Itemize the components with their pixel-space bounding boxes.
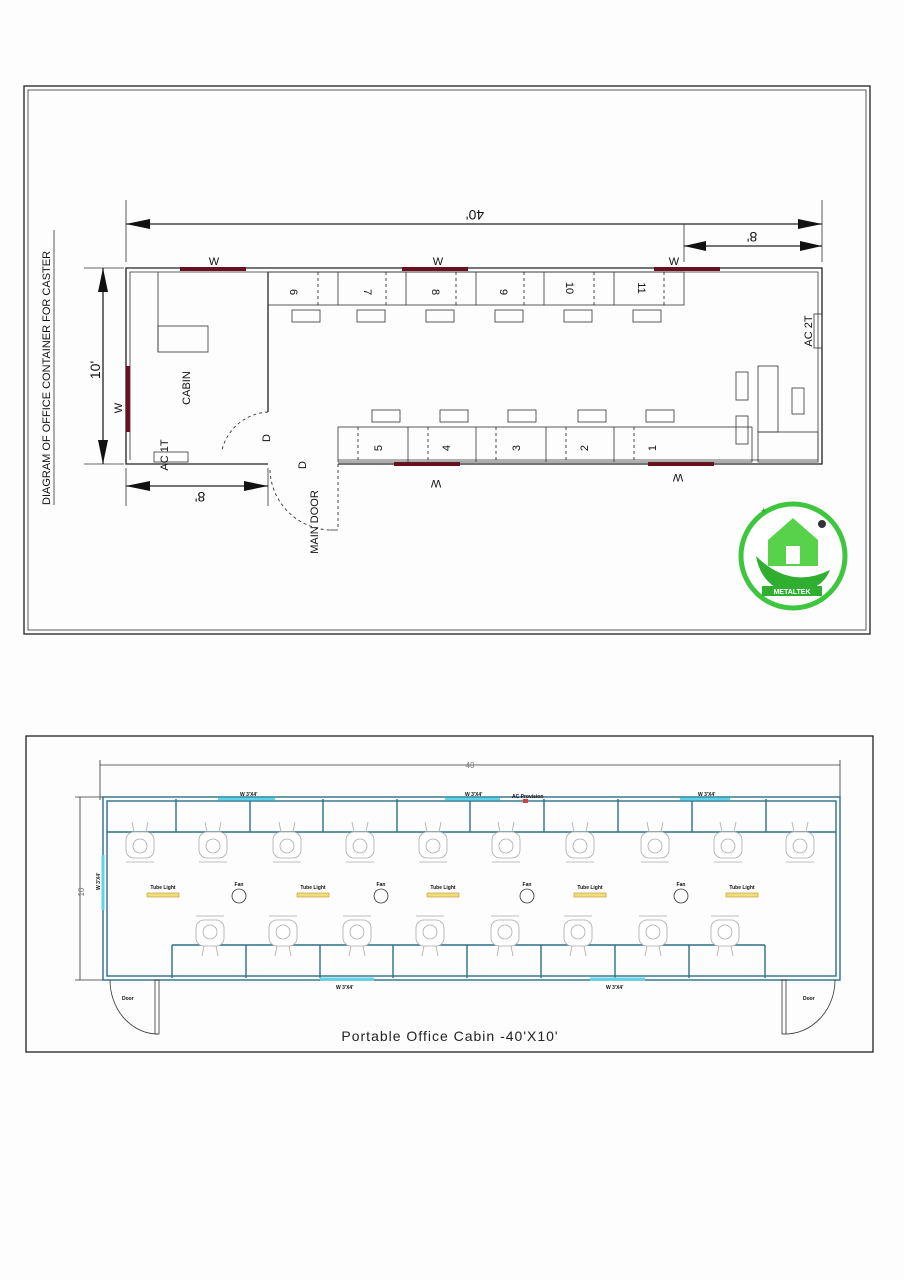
station-number: 8 <box>429 289 441 295</box>
top-frame-outer <box>23 85 871 635</box>
chair-with-person <box>785 821 815 863</box>
company-logo: METALTEK ✦ <box>738 501 848 611</box>
chair-with-person <box>345 821 375 863</box>
chair-with-person <box>713 821 743 863</box>
tube-light: Tube Light <box>146 885 180 898</box>
bottom-frame <box>25 735 874 1053</box>
chair-with-person <box>268 915 298 957</box>
svg-text:Tube Light: Tube Light <box>150 885 176 891</box>
chair-with-person <box>125 821 155 863</box>
svg-text:10: 10 <box>77 887 86 896</box>
chair-with-person <box>638 915 668 957</box>
cabin-label: CABIN <box>181 371 193 405</box>
chair-with-person <box>491 821 521 863</box>
dimension-40: 40 <box>99 760 841 800</box>
chair-with-person <box>342 915 372 957</box>
top-frame-inner <box>27 89 867 631</box>
svg-text:Tube Light: Tube Light <box>729 885 755 891</box>
svg-text:8': 8' <box>195 489 205 505</box>
dimension-10ft: 10' <box>84 267 124 465</box>
station-number: 9 <box>497 289 509 295</box>
chair-with-person <box>490 915 520 957</box>
chair-with-person <box>640 821 670 863</box>
cabin-title: Portable Office Cabin -40'X10' <box>341 1028 558 1044</box>
station-number: 3 <box>511 445 523 451</box>
chair-with-person <box>198 821 228 863</box>
window-label: W <box>672 471 683 483</box>
station-number: 10 <box>563 282 575 294</box>
station-number: 7 <box>361 289 373 295</box>
drawing-title: DIAGRAM OF OFFICE CONTAINER FOR CASTER <box>41 251 53 505</box>
ceiling-fan: Fan <box>231 882 247 904</box>
cabin-walls <box>102 796 841 981</box>
station-number: 11 <box>635 282 647 293</box>
chair-with-person <box>272 821 302 863</box>
svg-text:Fan: Fan <box>677 882 686 888</box>
svg-text:40': 40' <box>466 207 484 223</box>
window-label: W 3'X4' <box>465 792 482 798</box>
station-number: 6 <box>287 289 299 295</box>
right-door: Door <box>781 979 836 1035</box>
station-number: 2 <box>579 445 591 451</box>
window-label: W 3'X4' <box>336 985 353 991</box>
chair-with-person <box>195 915 225 957</box>
ceiling-fan: Fan <box>519 882 535 904</box>
svg-text:40: 40 <box>466 761 475 770</box>
station-number: 5 <box>373 445 385 451</box>
tube-light: Tube Light <box>426 885 460 898</box>
ac-main-label: AC 2T <box>803 315 815 346</box>
svg-text:Tube Light: Tube Light <box>577 885 603 891</box>
svg-text:Door: Door <box>803 996 815 1002</box>
ceiling-fan: Fan <box>373 882 389 904</box>
svg-text:8': 8' <box>747 229 757 245</box>
chair-with-person <box>563 915 593 957</box>
window-label: W <box>430 477 441 489</box>
window-label: W <box>433 256 444 268</box>
svg-text:✦: ✦ <box>760 506 768 516</box>
chair-with-person <box>565 821 595 863</box>
ac-cabin-label: AC 1T <box>159 439 171 470</box>
main-door-d-label: D <box>297 461 309 469</box>
window-label: W 3'X4' <box>240 792 257 798</box>
svg-text:Fan: Fan <box>377 882 386 888</box>
cabin-door-label: D <box>261 434 273 442</box>
dimension-8ft-right: 8' <box>683 224 822 262</box>
svg-text:METALTEK: METALTEK <box>773 589 810 596</box>
window-label: W 3'X4' <box>606 985 623 991</box>
station-number: 1 <box>647 445 659 451</box>
dimension-40ft: 40' <box>125 200 823 262</box>
top-workstations <box>267 271 685 323</box>
ceiling-fan: Fan <box>673 882 689 904</box>
dimension-10: 10 <box>75 796 103 981</box>
window-label: W <box>209 256 220 268</box>
bottom-workstations <box>337 365 819 463</box>
svg-text:Tube Light: Tube Light <box>300 885 326 891</box>
chair-with-person <box>418 821 448 863</box>
ac-provision-label: AC Provision <box>512 794 543 800</box>
window-label: W 3'X4' <box>96 873 102 890</box>
svg-text:Fan: Fan <box>523 882 532 888</box>
window-label: W <box>669 256 680 268</box>
tube-light: Tube Light <box>296 885 330 898</box>
chair-with-person <box>710 915 740 957</box>
svg-text:10': 10' <box>87 361 103 379</box>
svg-text:Tube Light: Tube Light <box>430 885 456 891</box>
tube-light: Tube Light <box>573 885 607 898</box>
tube-light: Tube Light <box>725 885 759 898</box>
container-walls <box>125 267 823 531</box>
dimension-8ft-left: 8' <box>125 468 269 506</box>
window-label: W <box>113 402 125 413</box>
window-label: W 3'X4' <box>698 792 715 798</box>
svg-text:Fan: Fan <box>235 882 244 888</box>
chair-with-person <box>415 915 445 957</box>
svg-text:Door: Door <box>122 996 134 1002</box>
main-door-label: MAIN DOOR <box>309 490 321 554</box>
left-door: Door <box>109 979 160 1035</box>
station-number: 4 <box>441 445 453 451</box>
